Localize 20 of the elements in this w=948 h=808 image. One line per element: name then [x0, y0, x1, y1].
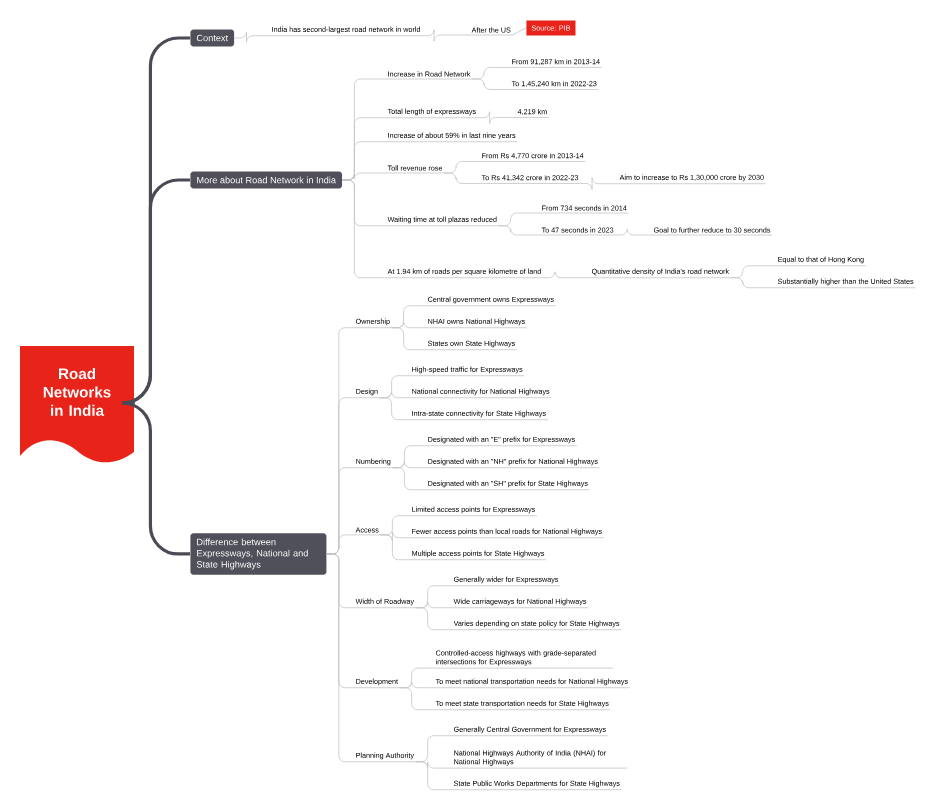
connector — [477, 111, 517, 124]
connector — [391, 327, 427, 351]
connector — [326, 553, 355, 763]
connector — [512, 27, 527, 36]
connector — [399, 687, 435, 711]
connector — [415, 761, 453, 791]
connector — [342, 179, 387, 279]
connector — [579, 177, 619, 190]
connector — [542, 271, 591, 279]
connector — [415, 607, 453, 631]
connector — [443, 172, 481, 184]
connector — [379, 397, 411, 421]
connector — [234, 31, 271, 43]
connector — [392, 467, 427, 491]
connector — [380, 534, 411, 561]
connector — [498, 225, 541, 236]
connector — [471, 78, 511, 90]
connector — [120, 401, 190, 556]
connector — [730, 277, 777, 289]
connector — [421, 29, 471, 42]
